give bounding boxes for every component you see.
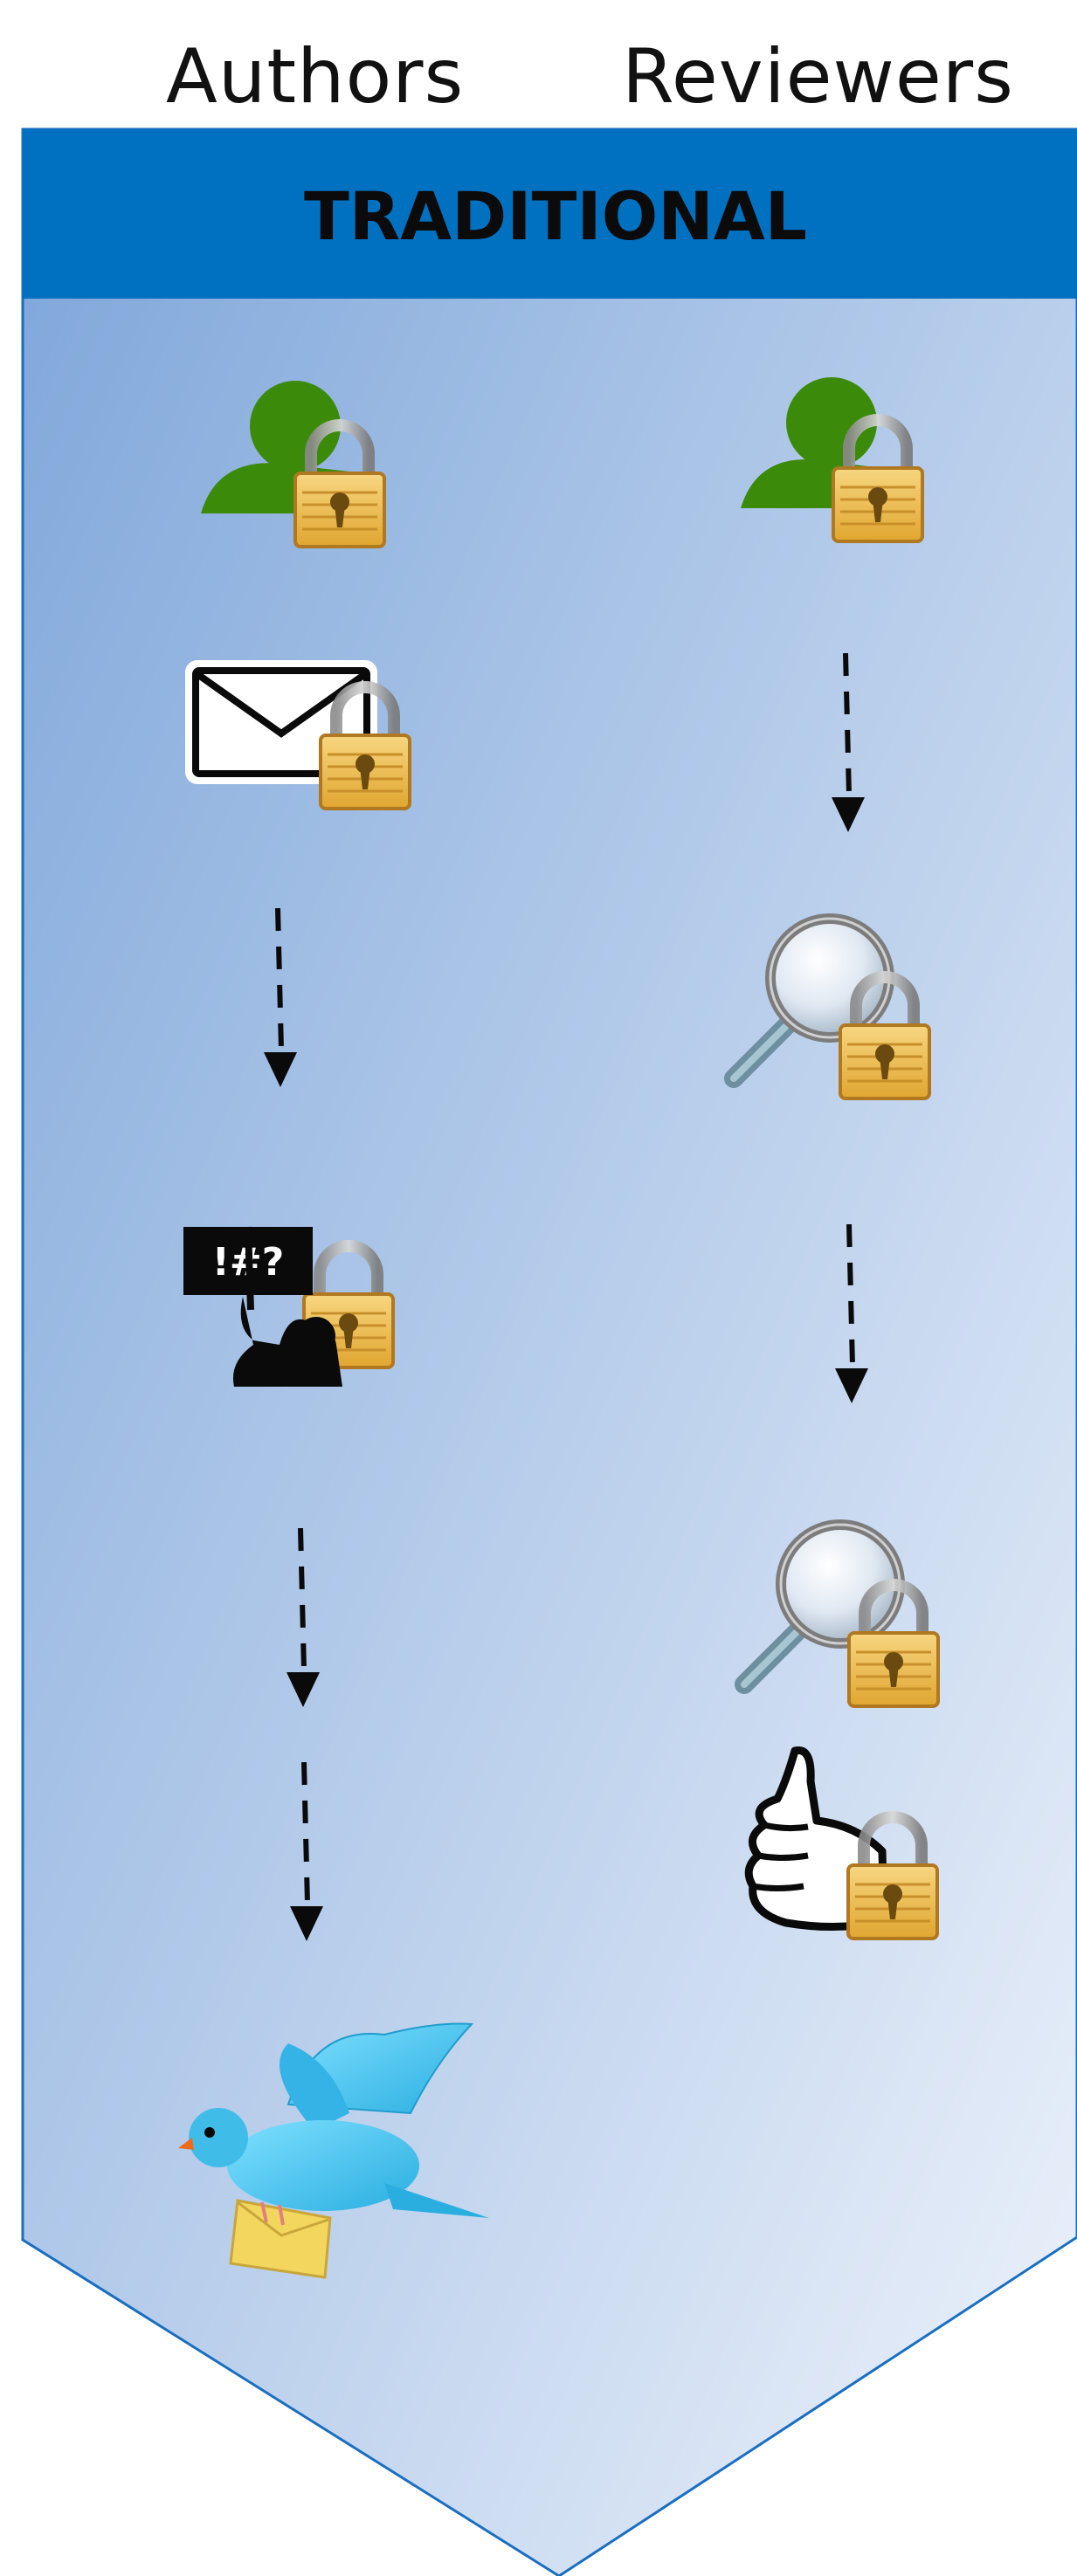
- banner: [23, 129, 1077, 299]
- author-person-locked-icon: [201, 381, 384, 547]
- thumbs-up-locked-icon: [744, 1746, 937, 1939]
- banner-title: TRADITIONAL: [304, 177, 807, 255]
- authors-column-header: Authors: [166, 33, 465, 121]
- bird-with-letter-icon: [178, 2022, 489, 2279]
- reviewers-column-header: Reviewers: [622, 33, 1014, 121]
- protester-locked-icon: !#?: [183, 1226, 393, 1387]
- reviewer-person-locked-icon: [741, 377, 922, 541]
- envelope-locked-icon: [185, 660, 410, 809]
